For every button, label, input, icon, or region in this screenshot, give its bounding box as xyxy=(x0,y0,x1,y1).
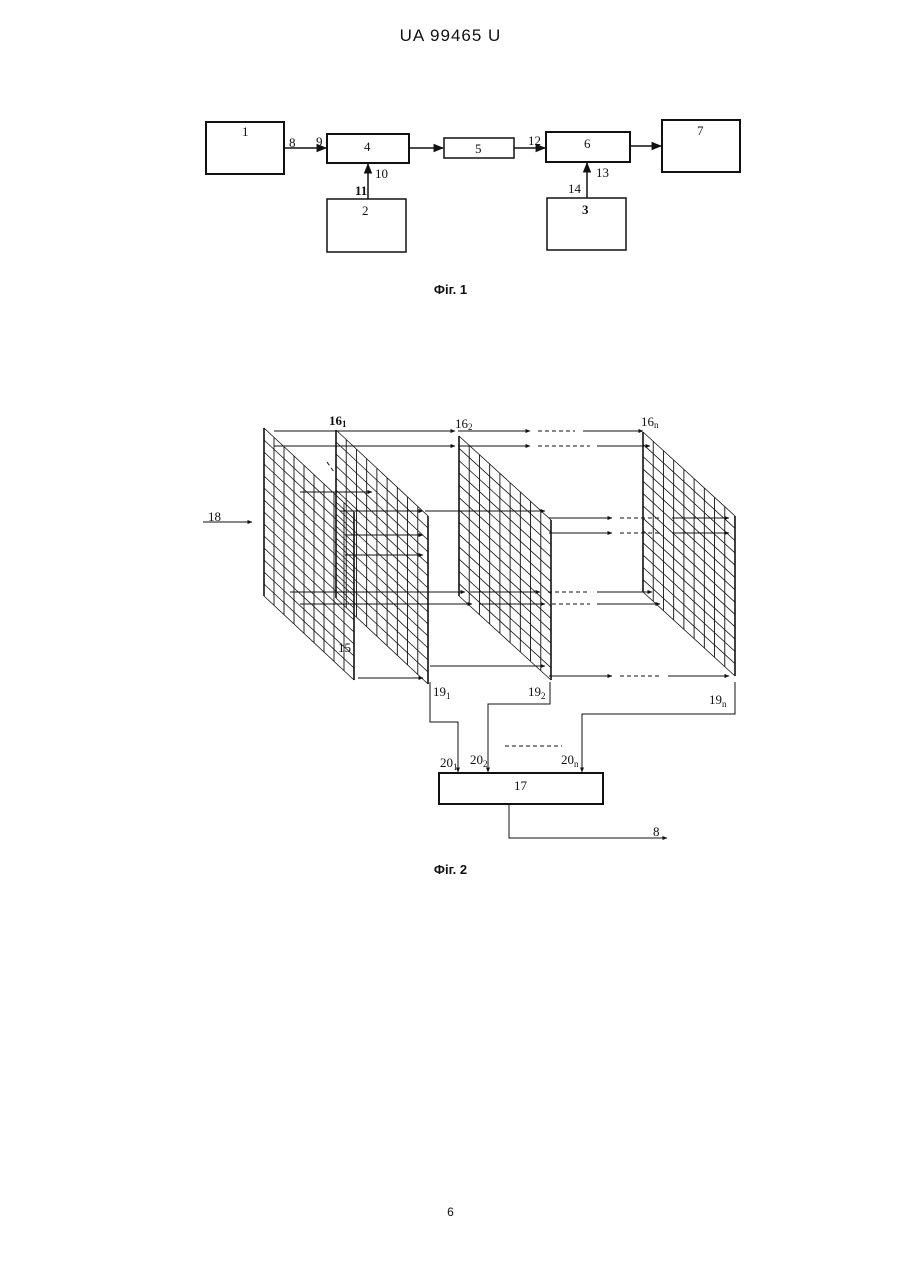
grid-line xyxy=(459,547,551,631)
grid-line xyxy=(459,510,551,594)
figure-1-caption: Фіг. 1 xyxy=(0,282,901,297)
grid-line xyxy=(643,481,735,565)
label-8-output: 8 xyxy=(653,824,660,839)
label-19-1: 191 xyxy=(433,684,451,701)
grid-line xyxy=(643,444,735,528)
label-15: 15 xyxy=(338,640,351,655)
grid-line xyxy=(643,432,735,516)
grid-line xyxy=(459,485,551,569)
block-4-label: 4 xyxy=(364,139,371,154)
grid-line xyxy=(459,596,551,680)
label-8: 8 xyxy=(289,135,296,150)
label-18: 18 xyxy=(208,509,221,524)
block-17-label: 17 xyxy=(514,778,528,793)
figure-2-diagram xyxy=(203,428,735,838)
figure-2-caption: Фіг. 2 xyxy=(0,862,901,877)
grid-line xyxy=(643,555,735,639)
grid-panel-n xyxy=(643,432,735,676)
block-3-label: 3 xyxy=(582,202,589,217)
label-20-1: 201 xyxy=(440,755,458,772)
block-6-label: 6 xyxy=(584,136,591,151)
label-20-n: 20n xyxy=(561,752,579,769)
grid-line xyxy=(459,436,551,520)
grid-line xyxy=(459,461,551,545)
grid-line xyxy=(459,559,551,643)
grid-line xyxy=(643,543,735,627)
grid-line xyxy=(643,518,735,602)
label-19-n: 19n xyxy=(709,692,727,709)
grid-line xyxy=(643,494,735,578)
label-16-1: 161 xyxy=(329,413,347,429)
grid-line xyxy=(643,457,735,541)
figure-1-diagram xyxy=(206,120,740,252)
grid-line xyxy=(459,534,551,618)
grid-line xyxy=(459,584,551,668)
label-9: 9 xyxy=(316,134,323,149)
label-16-2: 162 xyxy=(455,416,473,432)
grid-line xyxy=(459,498,551,582)
grid-line xyxy=(643,592,735,676)
grid-line xyxy=(459,473,551,557)
label-19-2: 192 xyxy=(528,684,546,701)
grid-line xyxy=(643,567,735,651)
page-number: 6 xyxy=(0,1205,901,1219)
grid-line xyxy=(264,596,354,680)
label-16-n: 16n xyxy=(641,414,659,430)
label-11: 11 xyxy=(355,183,367,198)
block-1-label: 1 xyxy=(242,124,249,139)
label-12: 12 xyxy=(528,133,541,148)
label-20-2: 202 xyxy=(470,752,488,769)
grid-line xyxy=(459,522,551,606)
grid-line xyxy=(643,580,735,664)
label-13: 13 xyxy=(596,165,609,180)
grid-line xyxy=(459,571,551,655)
grid-line xyxy=(459,448,551,532)
block-7-label: 7 xyxy=(697,123,704,138)
block-2-label: 2 xyxy=(362,203,369,218)
grid-line xyxy=(643,469,735,553)
grid-line xyxy=(264,584,354,668)
output-arrow-8 xyxy=(509,804,667,838)
figure-2-labels: 161 162 16n 15 18 191 192 19n 201 202 20… xyxy=(208,413,727,839)
grid-line xyxy=(643,530,735,614)
grid-panel-2 xyxy=(459,436,551,680)
label-10: 10 xyxy=(375,166,388,181)
block-5-label: 5 xyxy=(475,141,482,156)
label-14: 14 xyxy=(568,181,582,196)
